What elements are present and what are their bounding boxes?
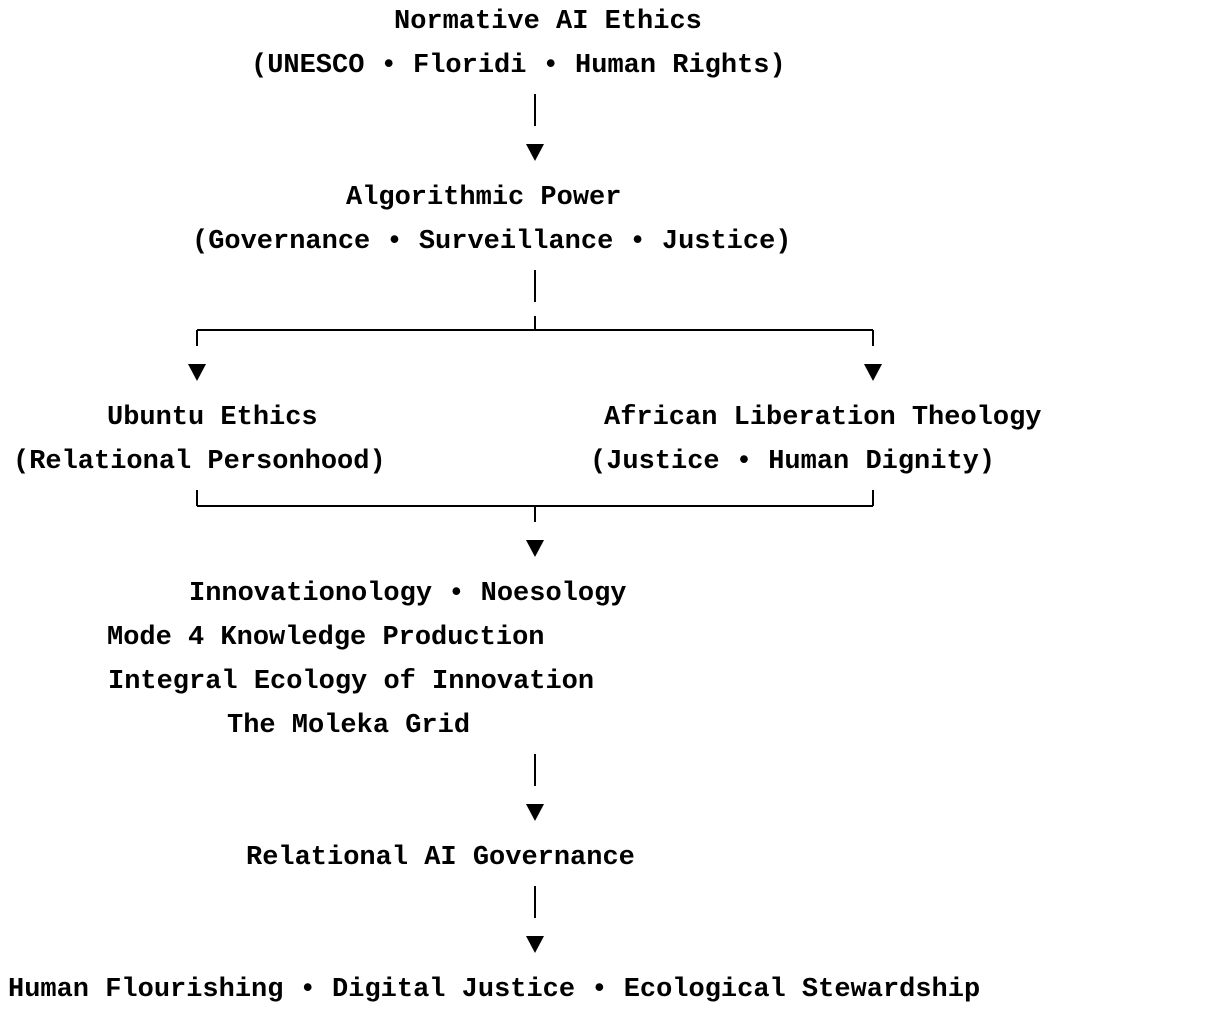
arrow-down-icon — [864, 364, 882, 381]
node-subtitle: (Relational Personhood) — [13, 447, 386, 477]
arrow-down-icon — [526, 540, 544, 557]
node-title: Normative AI Ethics — [394, 7, 702, 37]
node-title: Ubuntu Ethics — [107, 403, 318, 433]
arrow-down-icon — [526, 936, 544, 953]
arrow-down-icon — [188, 364, 206, 381]
synthesis-line: Integral Ecology of Innovation — [108, 667, 595, 697]
synthesis-line: Mode 4 Knowledge Production — [107, 623, 545, 653]
node-title: Human Flourishing • Digital Justice • Ec… — [8, 975, 981, 1005]
node-subtitle: (Justice • Human Dignity) — [590, 447, 996, 477]
arrow-down-icon — [526, 144, 544, 161]
node-title: African Liberation Theology — [604, 403, 1042, 433]
node-subtitle: (UNESCO • Floridi • Human Rights) — [251, 51, 786, 81]
node-title: Algorithmic Power — [346, 183, 622, 213]
node-title: Relational AI Governance — [246, 843, 635, 873]
arrow-down-icon — [526, 804, 544, 821]
synthesis-line: The Moleka Grid — [227, 711, 471, 741]
synthesis-line: Innovationology • Noesology — [189, 579, 627, 609]
node-subtitle: (Governance • Surveillance • Justice) — [192, 227, 792, 257]
